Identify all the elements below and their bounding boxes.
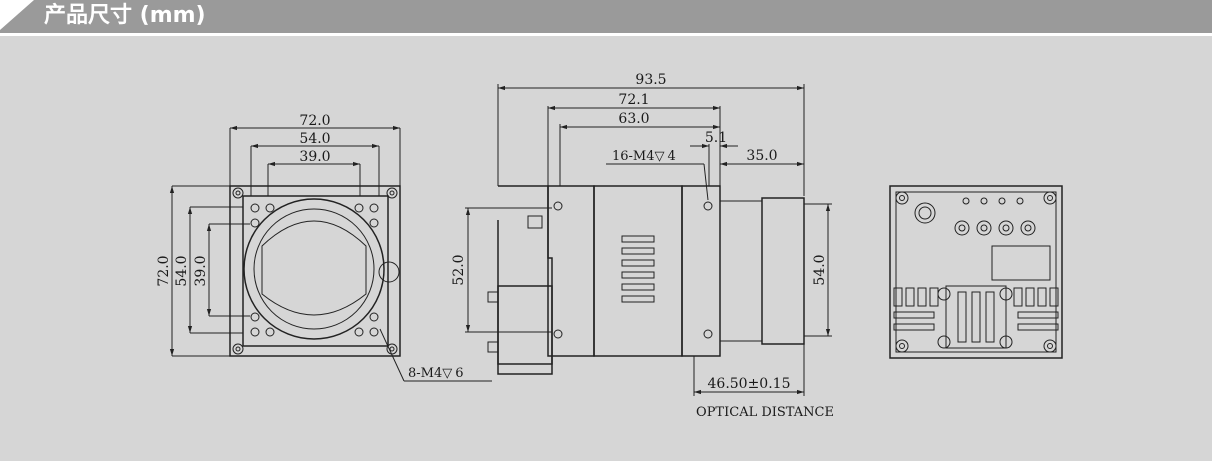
side-body-length-label: 72.1 [618,92,649,108]
header-divider [0,33,1212,36]
side-holes-note: 16-M4▽4 [612,149,676,164]
front-mount-width-label: 39.0 [299,149,330,165]
power-connector-icon [914,202,936,224]
rear-housing [547,185,595,357]
optical-distance-label: OPTICAL DISTANCE [696,405,834,420]
front-outline [229,185,401,357]
side-height-label: 52.0 [451,254,467,285]
side-view: 93.5 72.1 63.0 5.1 35.0 16-M4▽4 52.0 54.… [451,72,834,420]
side-lens-height-label: 54.0 [812,254,828,285]
front-height-label: 72.0 [156,255,172,286]
sensor-opening [261,220,367,316]
rear-inner-outline [895,191,1057,353]
rear-connector-block [497,285,553,365]
rear-pin-top [487,291,499,303]
optical-distance-value: 46.50±0.15 [708,376,791,392]
data-port [991,245,1051,281]
lens-mount-ring [243,198,385,340]
lock-knob [378,261,400,283]
dimension-drawing: 72.0 54.0 39.0 72.0 54.0 39.0 8-M4▽6 [156,72,1063,420]
side-flange-label: 5.1 [705,130,727,146]
cooling-slots [621,235,655,303]
front-holes-note: 8-M4▽6 [408,366,464,381]
front-flange [681,185,721,357]
heat-sink-fins [893,285,1059,349]
cable-clip [527,215,543,229]
section-title: 产品尺寸 (mm) [44,3,206,28]
front-inner-plate [242,195,389,347]
front-screws [232,187,398,355]
rear-cable-block [497,185,553,375]
io-connectors [954,220,1036,236]
front-view: 72.0 54.0 39.0 72.0 54.0 39.0 8-M4▽6 [156,113,492,382]
main-housing [593,185,683,357]
lens-adapter [719,200,763,342]
side-lens-length-label: 35.0 [746,148,777,164]
side-mid-length-label: 63.0 [618,111,649,127]
lens-barrel [761,197,805,345]
front-inner-width-label: 54.0 [299,131,330,147]
rear-pin-bottom [487,341,499,353]
header-slash-icon [0,0,34,30]
rear-outline [889,185,1063,359]
section-header: 产品尺寸 (mm) [0,0,1212,33]
front-mount-height-label: 39.0 [193,255,209,286]
front-inner-height-label: 54.0 [174,255,190,286]
rear-view [889,185,1063,359]
lens-mount-inner [253,208,375,330]
status-leds [962,197,1024,205]
front-width-label: 72.0 [299,113,330,129]
side-total-length-label: 93.5 [635,72,666,88]
rear-corner-screws [895,191,1057,353]
